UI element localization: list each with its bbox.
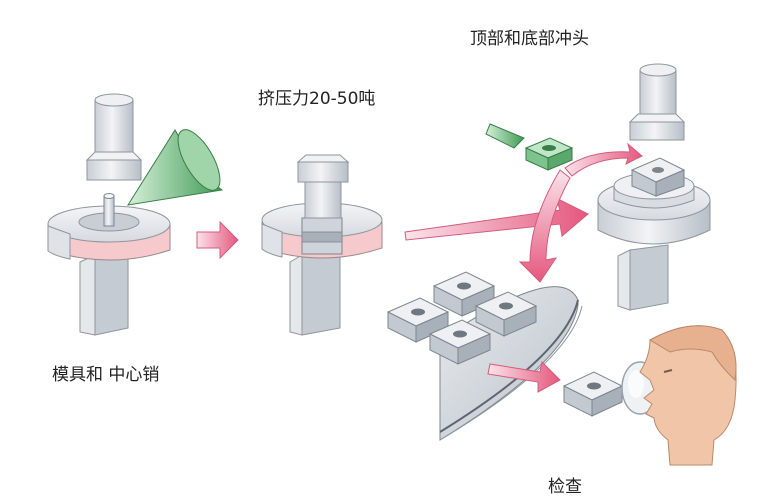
die-and-core-pin-label: 模具和 中心销: [52, 365, 160, 385]
part-b: [432, 271, 496, 317]
inspector-head-icon: [639, 325, 737, 466]
core-pin-icon: [103, 193, 115, 227]
lower-punch-1: [79, 249, 129, 336]
rotary-table: [439, 286, 583, 441]
upper-punch-icon: [85, 93, 143, 181]
part-c: [474, 291, 538, 337]
stage-2-press: [261, 154, 383, 336]
stage-3-top-bottom-punch: [485, 63, 711, 311]
top-bottom-punch-label: 顶部和底部冲头: [470, 29, 589, 49]
part-d: [428, 319, 492, 365]
inspection-label: 检查: [548, 477, 582, 497]
lower-punch-2: [289, 249, 341, 336]
powder-hopper-icon: [126, 129, 224, 206]
arrow-to-inspection: [487, 360, 561, 393]
arrow-stage-1-to-2: [196, 220, 239, 260]
arrow-green-to-press: [564, 142, 643, 177]
top-punch-3: [628, 63, 686, 141]
parts-on-table: [386, 271, 538, 365]
upper-punch-2: [296, 154, 350, 219]
inspection-part: [562, 371, 624, 417]
arrow-stage-2-to-3: [404, 197, 589, 241]
green-part-icon: [485, 123, 574, 171]
ejected-part-icon: [630, 157, 686, 197]
press-force-label: 挤压力20-50吨: [258, 89, 376, 109]
stage-1-die-fill: [47, 93, 224, 336]
arrow-down-to-table: [518, 169, 571, 283]
